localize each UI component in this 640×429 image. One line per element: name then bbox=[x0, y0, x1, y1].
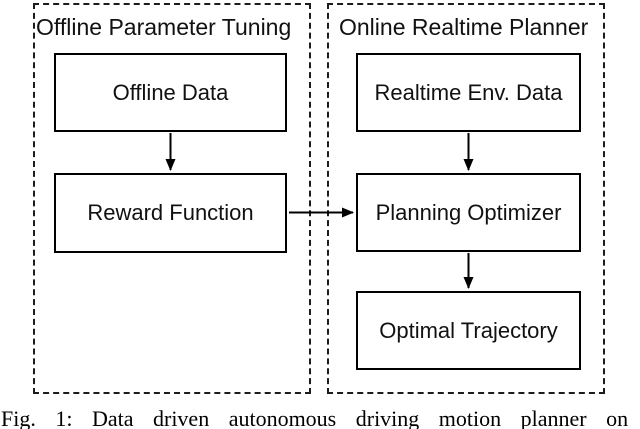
panel-offline-title: Offline Parameter Tuning bbox=[36, 14, 292, 40]
node-offline-data: Offline Data bbox=[54, 53, 287, 132]
node-realtime-env-data: Realtime Env. Data bbox=[356, 53, 581, 132]
node-reward-function: Reward Function bbox=[54, 173, 287, 253]
panel-online-title: Online Realtime Planner bbox=[339, 14, 589, 40]
node-optimal-trajectory: Optimal Trajectory bbox=[356, 291, 581, 370]
figure-caption: Fig. 1: Data driven autonomous driving m… bbox=[1, 406, 629, 429]
panel-online-realtime-planner bbox=[327, 3, 605, 394]
panel-offline-parameter-tuning bbox=[33, 3, 311, 394]
node-planning-optimizer: Planning Optimizer bbox=[356, 173, 581, 252]
